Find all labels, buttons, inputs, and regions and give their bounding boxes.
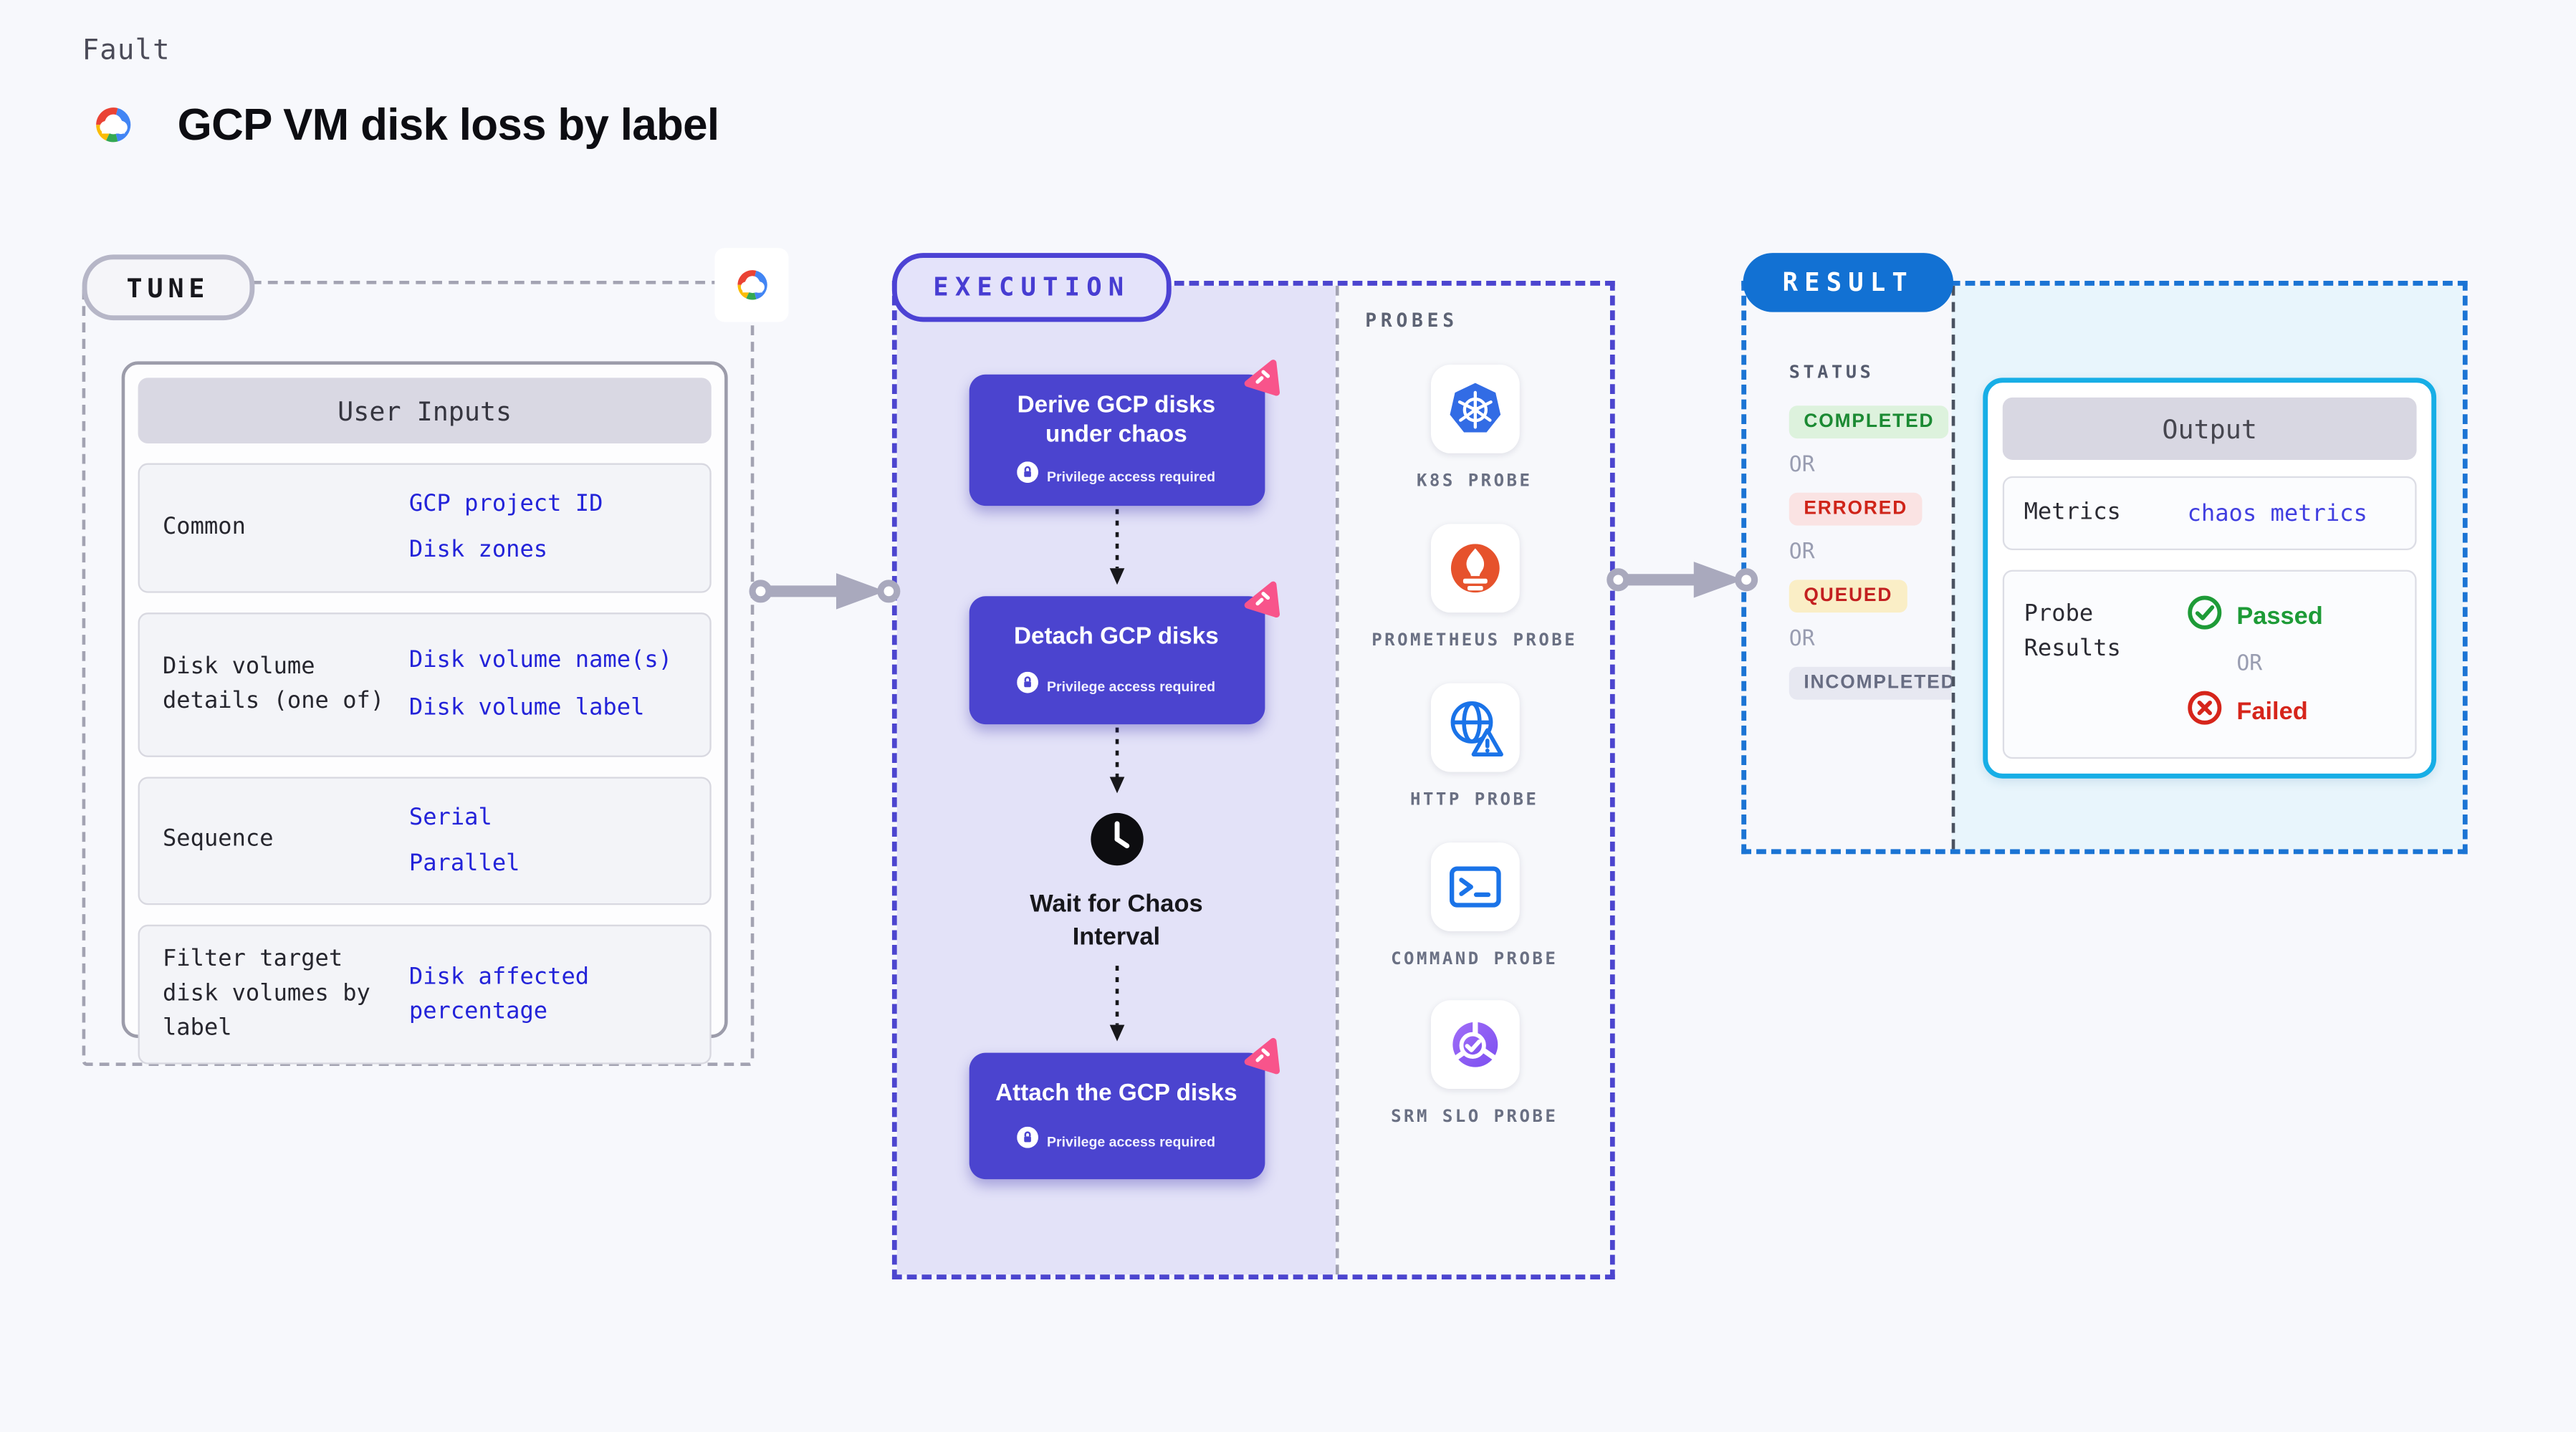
tune-section: TUNE User Inputs Common GCP project ID D… <box>82 248 789 1066</box>
probe-prometheus: PROMETHEUS PROBE <box>1371 524 1577 656</box>
metrics-value-link[interactable]: chaos metrics <box>2187 500 2367 527</box>
http-globe-icon <box>1430 683 1519 772</box>
prometheus-icon <box>1430 524 1519 612</box>
probe-srm-slo: SRM SLO PROBE <box>1391 1001 1558 1133</box>
status-header: STATUS <box>1789 361 1874 383</box>
step-attach-gcp-disks: Attach the GCP disks Privilege access re… <box>968 1038 1279 1179</box>
privilege-note: Privilege access required <box>1046 468 1216 485</box>
execution-flow: Derive GCP disks under chaos Privilege a… <box>896 285 1336 1275</box>
probe-command: COMMAND PROBE <box>1391 842 1558 974</box>
tune-to-execution-arrow <box>744 567 902 624</box>
table-row: Common GCP project ID Disk zones <box>138 463 712 592</box>
privilege-note: Privilege access required <box>1046 678 1216 696</box>
probe-label: COMMAND PROBE <box>1391 948 1558 969</box>
output-card: Output Metrics chaos metrics Probe Resul… <box>1983 378 2437 779</box>
step-title: Detach GCP disks <box>1013 624 1219 651</box>
chaos-experiment-icon <box>1241 1037 1280 1085</box>
probe-results-row: Probe Results Passed OR <box>2002 570 2417 759</box>
gcp-logo-icon <box>79 90 148 159</box>
or-label: OR <box>1789 627 1815 653</box>
probes-header: PROBES <box>1365 309 1458 332</box>
probe-label: HTTP PROBE <box>1410 789 1539 809</box>
check-circle-icon <box>2188 595 2223 639</box>
lock-icon <box>1017 672 1039 702</box>
lock-icon <box>1017 461 1039 491</box>
row-value: Disk volume name(s) <box>408 648 673 674</box>
clock-icon <box>1085 809 1147 880</box>
table-row: Sequence Serial Parallel <box>138 776 712 905</box>
failed-label: Failed <box>2236 698 2308 726</box>
or-label: OR <box>1789 453 1815 479</box>
output-area: Output Metrics chaos metrics Probe Resul… <box>1951 285 2463 850</box>
tune-badge: TUNE <box>82 254 254 321</box>
result-section: RESULT STATUS COMPLETED OR ERRORED OR QU… <box>1741 253 2468 855</box>
probe-k8s: K8S PROBE <box>1416 364 1533 497</box>
lock-icon <box>1017 1125 1039 1155</box>
flow-arrow-down <box>1106 963 1126 1053</box>
row-value: Parallel <box>408 850 520 878</box>
chaos-experiment-icon <box>1241 580 1280 628</box>
terminal-icon <box>1430 842 1519 931</box>
row-label: Disk volume details (one of) <box>162 653 385 714</box>
row-value: Disk volume label <box>408 693 645 721</box>
user-inputs-header: User Inputs <box>138 378 712 444</box>
status-badge-errored: ERRORED <box>1789 492 1923 526</box>
row-label: Sequence <box>162 827 274 853</box>
probe-label: PROMETHEUS PROBE <box>1371 630 1578 650</box>
probe-http: HTTP PROBE <box>1410 683 1538 815</box>
passed-label: Passed <box>2236 602 2323 631</box>
table-row: Filter target disk volumes by label Disk… <box>138 925 712 1065</box>
status-badge-queued: QUEUED <box>1789 580 1907 613</box>
chaos-experiment-icon <box>1241 358 1280 405</box>
probe-label: K8S PROBE <box>1416 471 1533 491</box>
output-header: Output <box>2002 397 2417 460</box>
probes-panel: PROBES K8S PROBE <box>1335 285 1610 1275</box>
probe-results-label: Probe Results <box>2024 601 2121 662</box>
row-value: Disk zones <box>408 537 548 564</box>
metrics-row: Metrics chaos metrics <box>2002 476 2417 551</box>
row-label: Filter target disk volumes by label <box>162 946 370 1042</box>
row-label: Common <box>162 514 246 540</box>
status-badge-completed: COMPLETED <box>1789 405 1950 439</box>
flow-arrow-down <box>1106 506 1126 597</box>
wait-for-chaos-label: Wait for Chaos Interval <box>1030 890 1203 951</box>
table-row: Disk volume details (one of) Disk volume… <box>138 612 712 757</box>
page-header: GCP VM disk loss by label <box>79 90 719 159</box>
user-inputs-table: User Inputs Common GCP project ID Disk z… <box>121 361 728 1065</box>
x-circle-icon <box>2188 690 2223 734</box>
probe-label: SRM SLO PROBE <box>1391 1107 1558 1128</box>
flow-arrow-down <box>1106 725 1126 805</box>
gcp-mini-logo-icon <box>714 248 789 322</box>
execution-section: EXECUTION Derive GCP disks under chaos <box>891 253 1615 1280</box>
row-value: Serial <box>408 804 492 831</box>
row-value: Disk affected percentage <box>408 964 590 1024</box>
srm-slo-icon <box>1430 1001 1519 1090</box>
metrics-label: Metrics <box>2024 499 2121 526</box>
step-title: Attach the GCP disks <box>995 1081 1237 1108</box>
kubernetes-icon <box>1430 364 1519 453</box>
step-detach-gcp-disks: Detach GCP disks Privilege access requir… <box>968 582 1279 725</box>
privilege-note: Privilege access required <box>1046 1132 1216 1149</box>
status-badge-incompleted: INCOMPLETED <box>1789 666 1971 700</box>
page-title: GCP VM disk loss by label <box>177 99 719 149</box>
status-column: STATUS COMPLETED OR ERRORED OR QUEUED OR… <box>1746 286 1971 849</box>
or-label: OR <box>1789 540 1815 565</box>
execution-to-result-arrow <box>1601 555 1759 612</box>
step-title: Derive GCP disks under chaos <box>1017 392 1216 449</box>
fault-kind-label: Fault <box>82 34 171 68</box>
row-value: GCP project ID <box>408 491 603 518</box>
execution-badge: EXECUTION <box>891 253 1172 322</box>
or-label: OR <box>2236 652 2263 677</box>
step-derive-gcp-disks: Derive GCP disks under chaos Privilege a… <box>968 360 1279 506</box>
result-badge: RESULT <box>1743 253 1954 312</box>
